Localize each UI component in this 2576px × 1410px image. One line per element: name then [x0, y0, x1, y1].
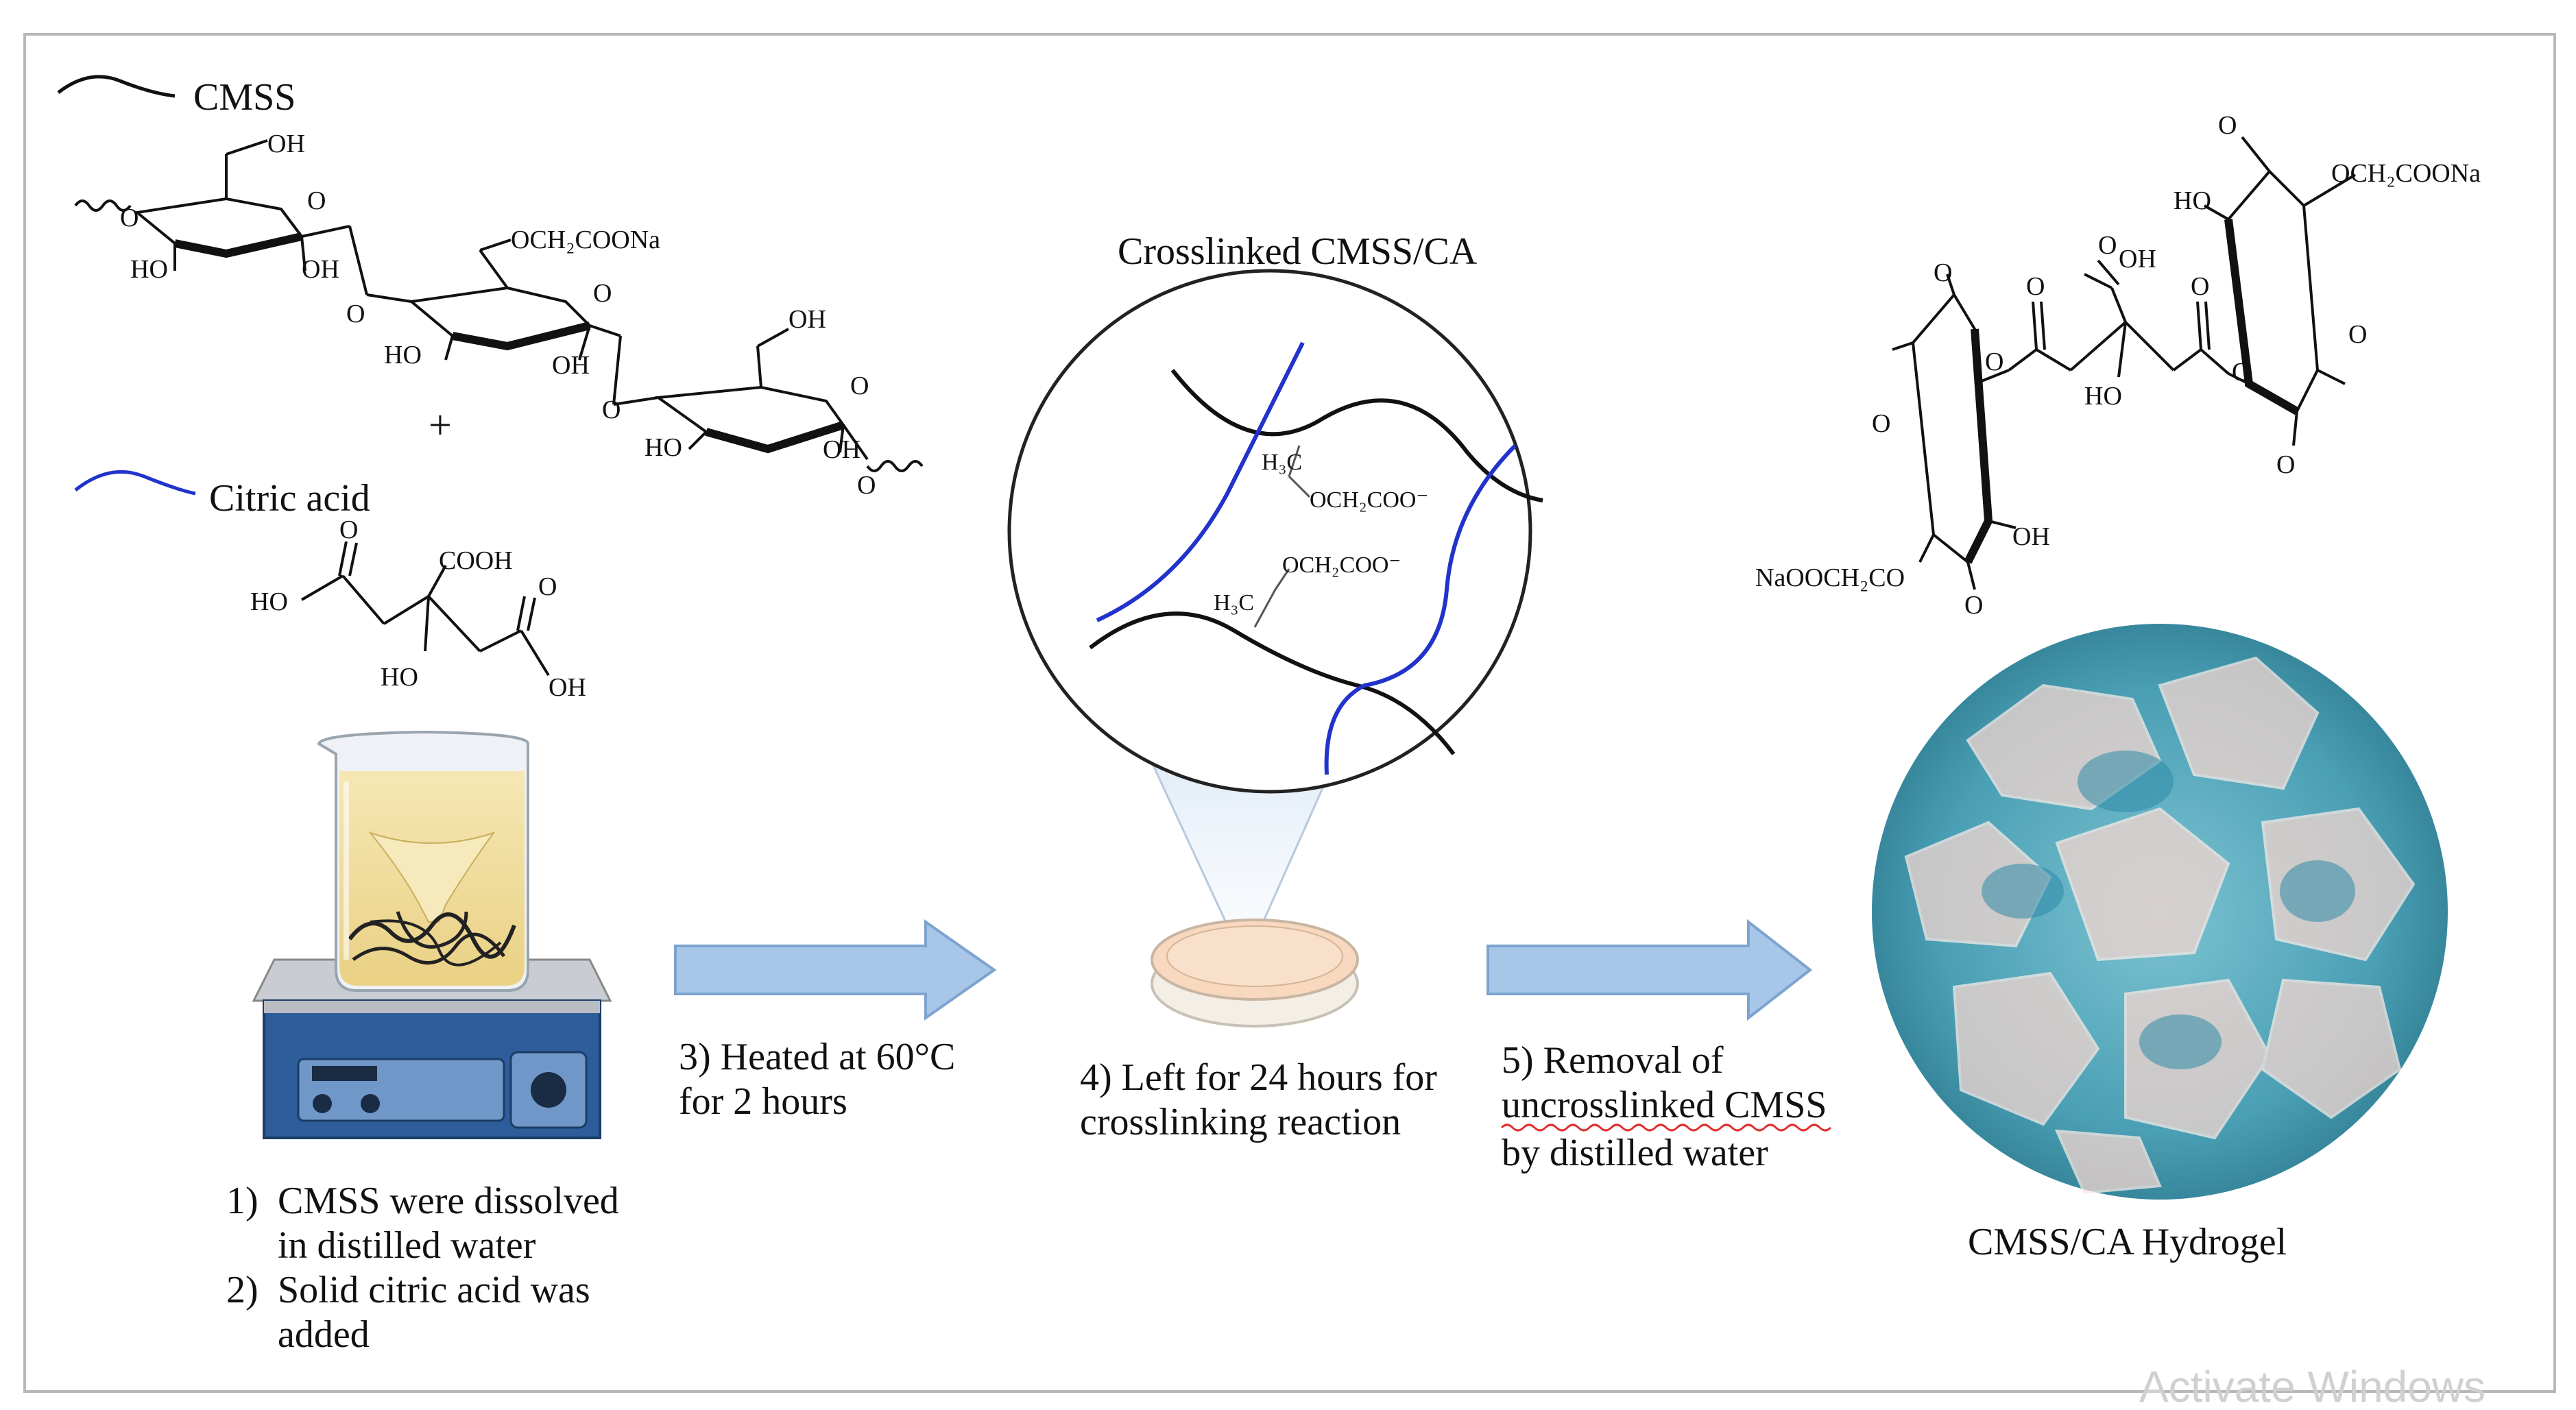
step-1-text-line1: CMSS were dissolved: [278, 1180, 619, 1222]
product-structure: [1892, 136, 2357, 590]
svg-text:OCH₂COONa: OCH₂COONa: [2331, 159, 2481, 188]
svg-text:by distilled water: by distilled water: [1502, 1132, 1768, 1174]
svg-text:O: O: [593, 279, 612, 308]
petri-dish: [1151, 919, 1359, 1028]
svg-text:O: O: [120, 204, 139, 232]
svg-text:O: O: [339, 515, 358, 544]
step-2-text-line1: Solid citric acid was: [278, 1269, 590, 1311]
svg-text:O: O: [2276, 450, 2295, 479]
plus-sign: +: [429, 402, 452, 448]
process-arrow-2: [1486, 919, 1813, 1021]
svg-text:O: O: [2191, 272, 2209, 301]
svg-text:O: O: [2348, 320, 2367, 349]
svg-text:O: O: [1985, 348, 2003, 376]
svg-text:O: O: [1934, 258, 1952, 287]
cmss-structure: [74, 139, 924, 472]
svg-text:O: O: [346, 300, 365, 328]
step-2-number: 2): [226, 1269, 258, 1311]
legend: CMSS Citric acid: [57, 75, 370, 520]
cmss-structure-labels: O OH O HO OH O OCH₂COONa O HO OH O OH O …: [120, 130, 876, 500]
svg-text:H₃C: H₃C: [1214, 590, 1254, 616]
svg-text:NaOOCH₂CO: NaOOCH₂CO: [1755, 563, 1905, 592]
spellcheck-underline: [1500, 1123, 1832, 1132]
svg-text:O: O: [2026, 272, 2045, 301]
network-labels: H₃C OCH₂COO⁻ H₃C OCH₂COO⁻: [1214, 450, 1428, 616]
svg-text:OH: OH: [302, 255, 339, 284]
svg-text:COOH: COOH: [439, 546, 513, 575]
cmss-legend-label: CMSS: [193, 76, 296, 119]
citric-acid-legend-label: Citric acid: [209, 477, 370, 520]
svg-text:OH: OH: [267, 130, 305, 158]
svg-text:HO: HO: [250, 587, 288, 616]
svg-text:OCH₂COO⁻: OCH₂COO⁻: [1282, 552, 1401, 578]
svg-text:OH: OH: [552, 351, 590, 380]
hydrogel-photo: [1872, 624, 2448, 1200]
svg-text:O: O: [1964, 591, 1983, 620]
svg-text:O: O: [2232, 358, 2250, 387]
svg-text:O: O: [1872, 409, 1890, 438]
svg-text:HO: HO: [645, 433, 682, 462]
svg-text:5) Removal of: 5) Removal of: [1502, 1039, 1724, 1082]
svg-text:O: O: [2218, 111, 2237, 140]
step-3-label: 3) Heated at 60°C for 2 hours: [679, 1036, 955, 1123]
svg-text:HO: HO: [130, 255, 168, 284]
svg-text:O: O: [602, 396, 621, 424]
svg-text:OH: OH: [2012, 522, 2050, 551]
step-4-label: 4) Left for 24 hours for crosslinking re…: [1080, 1056, 1437, 1143]
crosslinked-title: Crosslinked CMSS/CA: [1118, 230, 1478, 273]
svg-text:H₃C: H₃C: [1262, 450, 1302, 475]
svg-text:for 2 hours: for 2 hours: [679, 1080, 847, 1123]
svg-text:O: O: [2098, 231, 2117, 260]
svg-text:uncrosslinked CMSS: uncrosslinked CMSS: [1502, 1084, 1827, 1126]
activate-windows-watermark: Activate Windows: [2139, 1362, 2485, 1410]
svg-text:crosslinking reaction: crosslinking reaction: [1080, 1101, 1401, 1143]
svg-text:O: O: [538, 572, 557, 601]
step-1-2-labels: 1) CMSS were dissolved in distilled wate…: [226, 1180, 619, 1356]
network-side-groups: [1253, 445, 1311, 628]
svg-text:3) Heated at 60°C: 3) Heated at 60°C: [679, 1036, 955, 1078]
beaker-on-stirrer: [252, 730, 612, 1139]
network-circle: [1007, 269, 1532, 794]
step-5-label: 5) Removal of uncrosslinked CMSS by dist…: [1502, 1039, 1827, 1174]
product-structure-labels: O OCH₂COONa HO O O OH O HO O O O O O O O…: [1755, 111, 2481, 620]
step-1-text-line2: in distilled water: [278, 1224, 536, 1267]
svg-text:OH: OH: [549, 673, 586, 702]
svg-text:OH: OH: [823, 435, 860, 464]
step-2-text-line2: added: [278, 1313, 370, 1356]
cmss-legend-line: [57, 75, 176, 98]
citric-acid-labels: HO O COOH O HO OH: [250, 515, 586, 702]
network-chains: [1089, 341, 1543, 775]
outer-frame: [23, 33, 2556, 1393]
svg-text:HO: HO: [384, 341, 422, 369]
step-1-number: 1): [226, 1180, 258, 1222]
hydrogel-title: CMSS/CA Hydrogel: [1968, 1221, 2287, 1263]
svg-text:O: O: [850, 372, 869, 400]
svg-text:HO: HO: [381, 663, 418, 692]
svg-text:O: O: [857, 471, 876, 500]
process-arrow-1: [674, 919, 997, 1021]
svg-text:OH: OH: [789, 305, 826, 334]
svg-text:OCH₂COONa: OCH₂COONa: [511, 226, 660, 254]
svg-text:HO: HO: [2174, 186, 2211, 215]
citric-acid-structure: [300, 541, 550, 677]
svg-text:OCH₂COO⁻: OCH₂COO⁻: [1310, 487, 1428, 513]
citric-acid-legend-line: [74, 470, 196, 496]
svg-text:OH: OH: [2119, 245, 2156, 274]
svg-text:HO: HO: [2084, 382, 2122, 411]
svg-text:4) Left for 24 hours for: 4) Left for 24 hours for: [1080, 1056, 1437, 1099]
svg-text:O: O: [307, 186, 326, 215]
